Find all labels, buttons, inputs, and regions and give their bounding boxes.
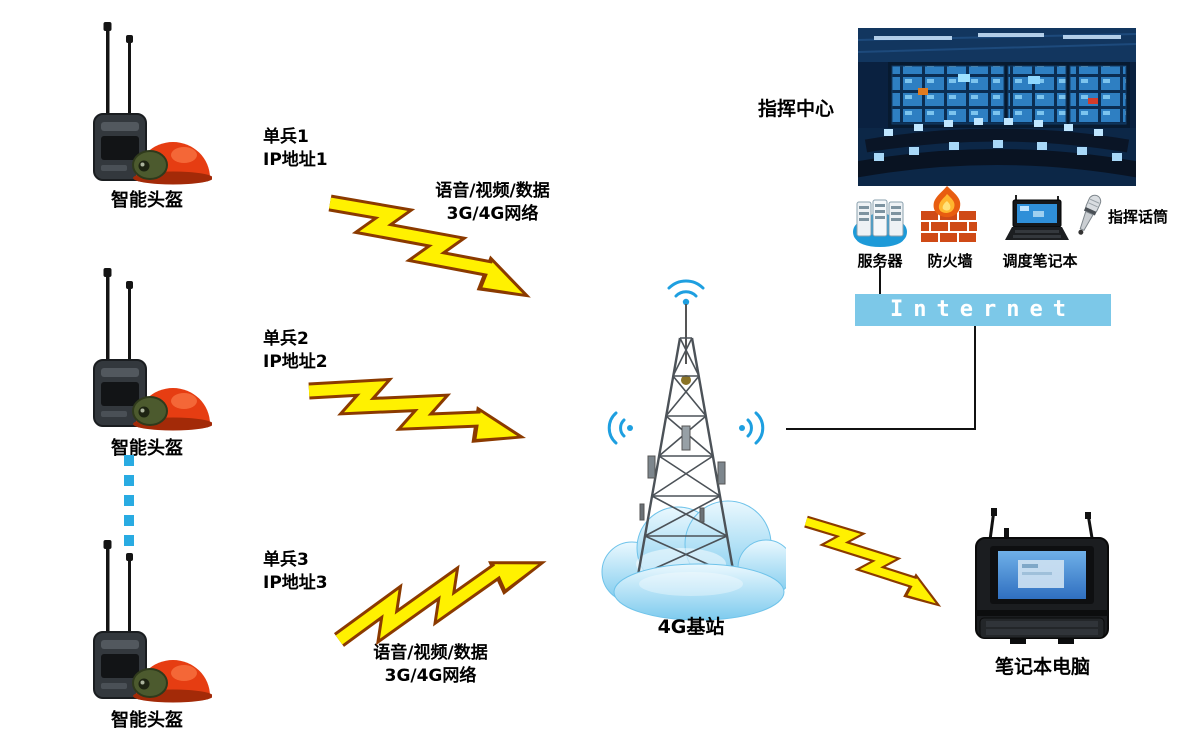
soldier-1-name: 单兵1 bbox=[263, 127, 309, 147]
command-center-label: 指挥中心 bbox=[758, 98, 835, 120]
firewall-label: 防火墙 bbox=[927, 252, 973, 270]
uplink-bottom-line2: 3G/4G网络 bbox=[384, 666, 477, 686]
wifi-signal-right-icon bbox=[746, 411, 765, 445]
soldier-3-caption: 单兵3 IP地址3 bbox=[263, 549, 328, 595]
soldier-3-ip: IP地址3 bbox=[263, 573, 328, 593]
wifi-signal-top-icon bbox=[667, 279, 705, 298]
soldier-2-name: 单兵2 bbox=[263, 329, 309, 349]
base-station-tower-icon bbox=[601, 279, 786, 621]
tower-ball bbox=[681, 375, 691, 385]
lightning-link-3 bbox=[333, 535, 558, 660]
internet-bar: Internet bbox=[855, 294, 1111, 326]
lightning-link-2 bbox=[303, 355, 533, 450]
uplink-bottom-line1: 语音/视频/数据 bbox=[373, 643, 488, 663]
smart-helmet-icon-3 bbox=[93, 540, 212, 704]
helmet-label-2: 智能头盔 bbox=[111, 438, 183, 459]
uplink-top-line1: 语音/视频/数据 bbox=[435, 181, 550, 201]
soldier-2-ip: IP地址2 bbox=[263, 352, 328, 372]
antenna-panels bbox=[639, 425, 726, 523]
wifi-dot-right bbox=[739, 425, 745, 431]
flame-icon bbox=[933, 186, 961, 218]
connector-server-internet bbox=[879, 266, 881, 294]
soldier-1-caption: 单兵1 IP地址1 bbox=[263, 126, 328, 172]
connector-internet-vertical bbox=[974, 326, 976, 430]
field-laptop-label: 笔记本电脑 bbox=[994, 656, 1090, 678]
smart-helmet-icon-1 bbox=[93, 22, 212, 186]
firewall-icon bbox=[921, 186, 977, 244]
cloud-base bbox=[613, 563, 785, 621]
smart-helmet-icon-2 bbox=[93, 268, 212, 432]
helmet-label-1: 智能头盔 bbox=[111, 190, 183, 211]
dispatch-laptop-icon bbox=[1005, 195, 1069, 240]
uplink-label-top: 语音/视频/数据 3G/4G网络 bbox=[395, 180, 590, 226]
soldier-3-name: 单兵3 bbox=[263, 550, 309, 570]
server-label: 服务器 bbox=[857, 252, 903, 270]
base-station-label: 4G基站 bbox=[657, 616, 725, 638]
cloud-highlight bbox=[639, 572, 743, 596]
more-units-ellipsis bbox=[124, 455, 134, 547]
microphone-icon bbox=[1078, 194, 1102, 235]
microphone-label: 指挥话筒 bbox=[1108, 208, 1169, 226]
wifi-dot-top bbox=[682, 298, 690, 306]
soldier-1-ip: IP地址1 bbox=[263, 150, 328, 170]
dispatch-laptop-label: 调度笔记本 bbox=[1002, 252, 1078, 270]
soldier-2-caption: 单兵2 IP地址2 bbox=[263, 328, 328, 374]
uplink-label-bottom: 语音/视频/数据 3G/4G网络 bbox=[338, 642, 523, 688]
command-center-photo bbox=[858, 28, 1136, 186]
connector-internet-tower bbox=[786, 428, 976, 430]
wifi-signal-left-icon bbox=[607, 411, 626, 445]
uplink-top-line2: 3G/4G网络 bbox=[446, 204, 539, 224]
lightning-link-laptop bbox=[800, 492, 960, 622]
server-icon bbox=[853, 199, 907, 247]
lightning-link-1 bbox=[322, 165, 547, 320]
wifi-dot-left bbox=[627, 425, 633, 431]
helmet-label-3: 智能头盔 bbox=[111, 710, 183, 731]
field-laptop-icon bbox=[975, 508, 1109, 644]
